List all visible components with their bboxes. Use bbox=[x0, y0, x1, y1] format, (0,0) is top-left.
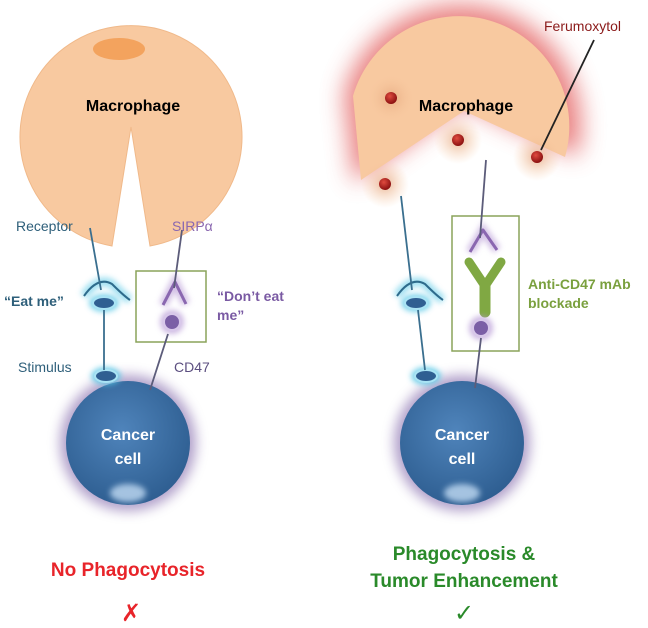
left-macrophage-label: Macrophage bbox=[86, 98, 180, 115]
right-ferumoxytol-leader bbox=[540, 39, 595, 151]
right-panel: Macrophage Ferumoxytol Cancer cell Anti-… bbox=[344, 4, 631, 627]
left-cd47 bbox=[163, 313, 181, 331]
right-antibody-label-2: blockade bbox=[528, 295, 589, 311]
right-receptor-leader bbox=[400, 195, 413, 291]
right-outcome-label-2: Tumor Enhancement bbox=[370, 571, 558, 592]
right-cancer-cell-label-1: Cancer bbox=[435, 427, 489, 444]
right-cd47 bbox=[472, 319, 490, 337]
left-cd47-leader bbox=[149, 333, 169, 391]
left-stimulus-label: Stimulus bbox=[18, 359, 72, 375]
left-outcome-label: No Phagocytosis bbox=[51, 560, 205, 581]
left-receptor-leader bbox=[89, 227, 102, 291]
right-macrophage-label: Macrophage bbox=[419, 98, 513, 115]
left-receptor-label: Receptor bbox=[16, 218, 73, 234]
left-eat-me-receptor bbox=[83, 280, 131, 301]
left-cd47-label: CD47 bbox=[174, 359, 210, 375]
right-outcome-check-icon: ✓ bbox=[454, 600, 474, 627]
left-macrophage-body bbox=[19, 25, 243, 247]
right-ferumoxytol-particle bbox=[452, 134, 464, 146]
right-outcome-label-1: Phagocytosis & bbox=[393, 544, 536, 565]
right-stimulus bbox=[414, 369, 438, 383]
left-eat-me-ligand bbox=[92, 296, 116, 310]
right-cancer-cell bbox=[400, 381, 524, 505]
left-cancer-cell bbox=[66, 381, 190, 505]
right-cancer-cell-highlight bbox=[444, 484, 480, 502]
right-macrophage-body bbox=[353, 16, 570, 181]
left-dont-eat-me-label-2: me” bbox=[217, 307, 244, 323]
left-cancer-cell-label-1: Cancer bbox=[101, 427, 155, 444]
right-sirpa bbox=[468, 228, 499, 253]
left-eat-me-label: “Eat me” bbox=[4, 293, 64, 309]
right-eat-me-receptor bbox=[396, 280, 444, 301]
right-ferumoxytol-particle bbox=[531, 151, 543, 163]
left-sirpa-cd47-box bbox=[135, 270, 207, 343]
left-panel: Macrophage Cancer cell Receptor SIRPα “E… bbox=[4, 25, 284, 627]
right-eat-me-ligand bbox=[404, 296, 428, 310]
left-sirpa-leader bbox=[173, 229, 183, 289]
right-ferumoxytol-particle bbox=[385, 92, 397, 104]
right-cd47-leader bbox=[474, 337, 482, 389]
left-macrophage-nucleus bbox=[93, 38, 145, 60]
right-antibody-box bbox=[451, 215, 520, 352]
left-cancer-cell-highlight bbox=[110, 484, 146, 502]
right-sirpa-leader bbox=[479, 159, 487, 239]
left-stimulus bbox=[94, 369, 118, 383]
right-ferumoxytol-particle bbox=[379, 178, 391, 190]
right-stimulus-leader bbox=[417, 309, 426, 371]
right-ferumoxytol-label: Ferumoxytol bbox=[544, 18, 621, 34]
left-cancer-cell-label-2: cell bbox=[115, 451, 142, 468]
right-antibody-label-1: Anti-CD47 mAb bbox=[528, 276, 631, 292]
left-sirpa-label: SIRPα bbox=[172, 218, 213, 234]
right-cancer-cell-label-2: cell bbox=[449, 451, 476, 468]
left-outcome-cross-icon: ✗ bbox=[121, 600, 141, 627]
left-dont-eat-me-label-1: “Don’t eat bbox=[217, 288, 284, 304]
